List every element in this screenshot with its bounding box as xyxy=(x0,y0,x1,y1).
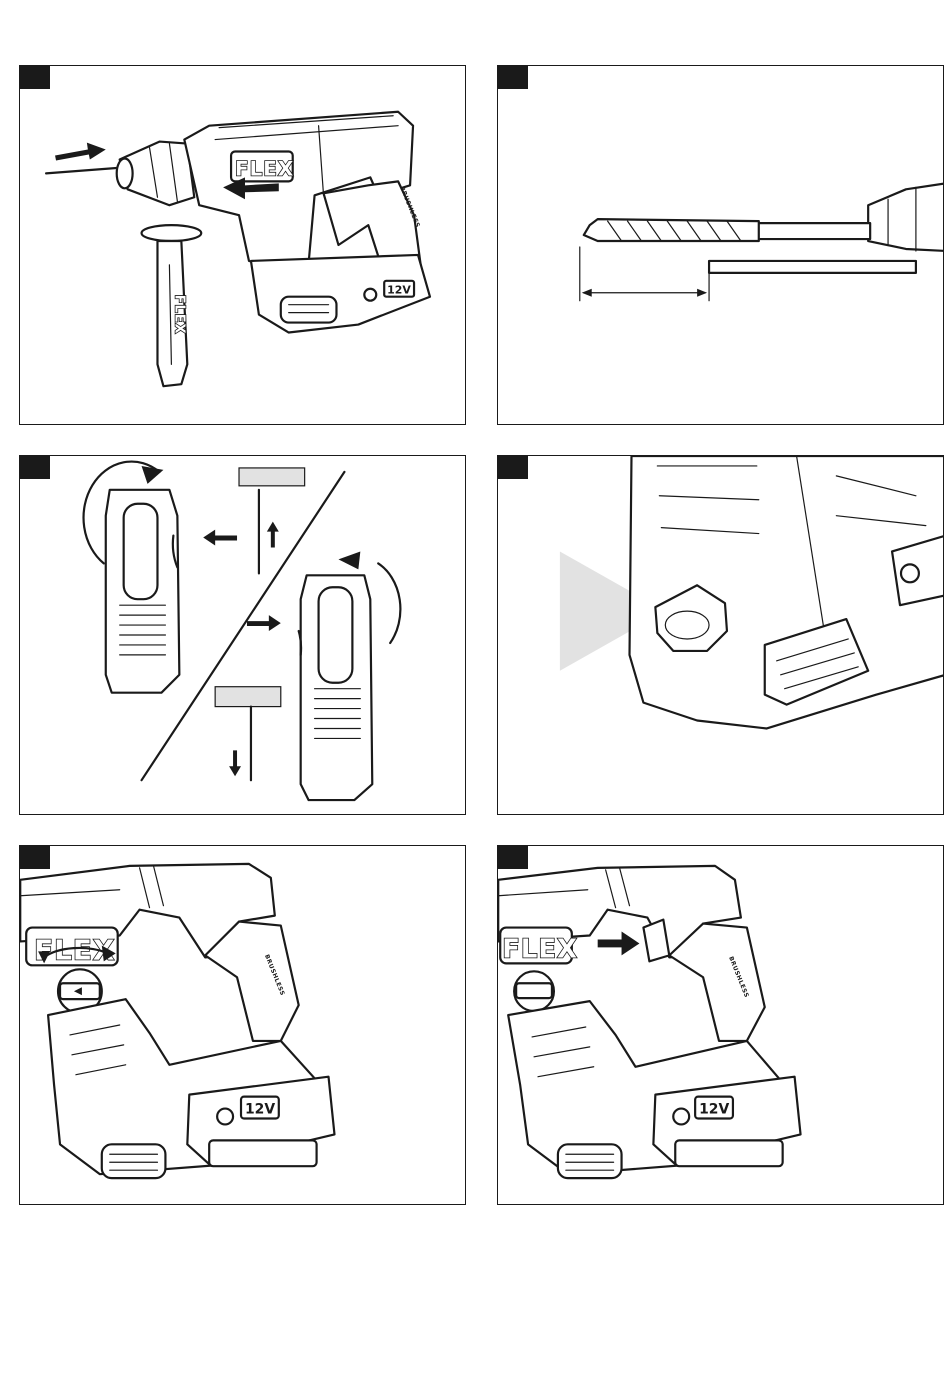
brand-logo: FLEX xyxy=(235,157,294,180)
panel-2-depth-measure xyxy=(497,65,944,425)
arrow-up-icon xyxy=(267,522,279,548)
material-block xyxy=(215,687,281,707)
arrow-right-icon xyxy=(55,143,106,161)
panel-5-mode-selector: FLEX BRUSHLESS 12V xyxy=(19,845,466,1205)
arrow-left-icon xyxy=(203,530,237,546)
trigger-lock-button xyxy=(643,920,669,962)
battery-button xyxy=(673,1109,689,1125)
panel-3-rotation xyxy=(19,455,466,815)
arrow-down-icon xyxy=(229,750,241,776)
voltage-label: 12V xyxy=(699,1102,729,1118)
depth-stop-rod xyxy=(709,261,916,273)
arrow-right-icon xyxy=(247,615,281,631)
illustration-rotation xyxy=(20,456,465,814)
illustration-trigger-lock: FLEX BRUSHLESS 12V xyxy=(498,846,943,1204)
material-block xyxy=(239,468,305,486)
battery-vent xyxy=(102,1144,166,1178)
battery-vent xyxy=(281,297,337,323)
battery-button xyxy=(364,289,376,301)
panel-6-trigger-lock: FLEX BRUSHLESS 12V xyxy=(497,845,944,1205)
battery-vent xyxy=(558,1144,622,1178)
bit-shank xyxy=(757,223,870,239)
side-handle-collar xyxy=(142,225,202,241)
rotate-counterclockwise-icon xyxy=(378,563,400,643)
panel-4-battery-release xyxy=(497,455,944,815)
panel-1-insert-bit: FLEX BRUSHLESS 12V FLEX xyxy=(19,65,466,425)
voltage-label: 12V xyxy=(245,1102,275,1118)
voltage-label: 12V xyxy=(387,284,411,297)
illustration-depth-measure xyxy=(498,66,943,424)
battery-button xyxy=(217,1109,233,1125)
chuck-opening xyxy=(117,158,133,188)
illustration-battery-release xyxy=(498,456,943,814)
illustration-insert-bit: FLEX BRUSHLESS 12V FLEX xyxy=(20,66,465,424)
chuck xyxy=(868,183,943,251)
side-handle-logo: FLEX xyxy=(171,295,186,335)
rear-handle xyxy=(669,924,764,1041)
arrow-right-icon xyxy=(598,932,640,956)
brand-logo: FLEX xyxy=(502,934,578,964)
illustration-mode-selector: FLEX BRUSHLESS 12V xyxy=(20,846,465,1204)
